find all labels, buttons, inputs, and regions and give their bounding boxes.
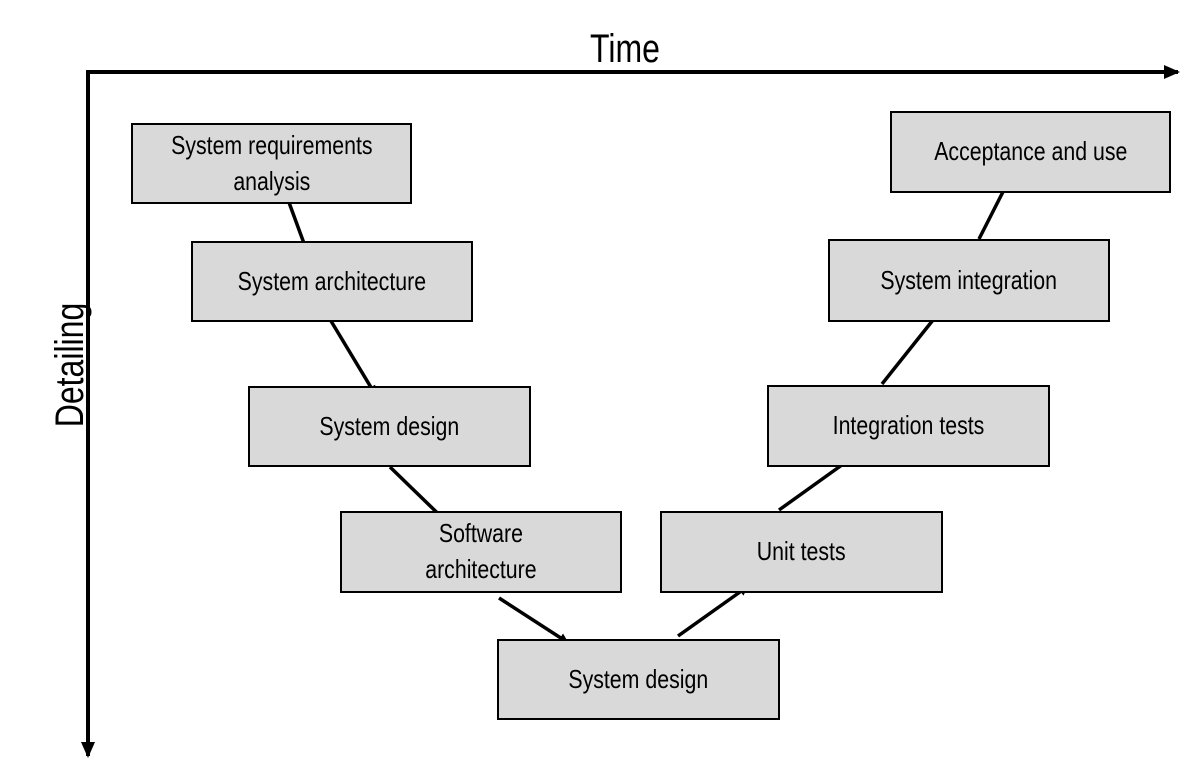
stage-software-architecture-label: Software architecture — [425, 518, 537, 584]
detailing-axis-label: Detailing — [48, 302, 92, 428]
stage-system-integration-box: System integration — [828, 239, 1110, 322]
stage-unit-tests-label: Unit tests — [757, 536, 846, 567]
time-axis-label: Time — [590, 27, 660, 71]
stage-software-architecture-box: Software architecture — [340, 511, 622, 593]
stage-requirements-label: System requirements analysis — [170, 129, 373, 196]
stage-integration-tests-label: Integration tests — [832, 410, 985, 441]
stage-architecture-label: System architecture — [237, 265, 427, 296]
flow-arrow-7 — [880, 308, 943, 386]
stage-integration-tests-box: Integration tests — [767, 385, 1050, 467]
stage-unit-tests-box: Unit tests — [660, 511, 943, 593]
flow-arrow-5 — [676, 585, 749, 638]
flow-arrow-2 — [329, 320, 377, 396]
stage-design-label: System design — [319, 410, 460, 441]
stage-design-bottom-label: System design — [568, 663, 709, 694]
stage-acceptance-label: Acceptance and use — [933, 136, 1128, 167]
stage-requirements-box: System requirements analysis — [131, 123, 412, 204]
flow-arrow-4 — [498, 596, 569, 644]
stage-acceptance-box: Acceptance and use — [890, 111, 1171, 193]
stage-system-integration-label: System integration — [880, 264, 1058, 295]
stage-design-bottom-box: System design — [497, 639, 780, 720]
stage-architecture-box: System architecture — [191, 241, 473, 322]
stage-design-box: System design — [248, 386, 531, 467]
